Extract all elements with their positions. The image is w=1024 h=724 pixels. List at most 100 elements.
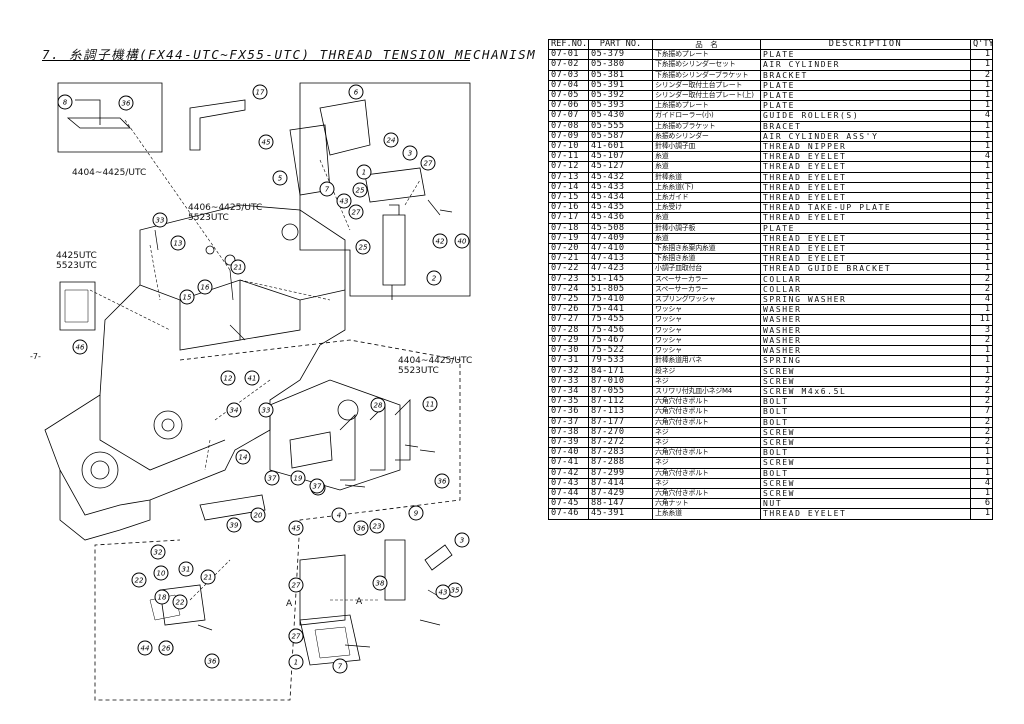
name-jp-cell: 針棒小調子皿 bbox=[652, 141, 761, 153]
qty-cell: 4 bbox=[970, 477, 993, 489]
description-cell: THREAD EYELET bbox=[760, 181, 971, 194]
name-jp-cell: 六角ナット bbox=[652, 498, 761, 510]
name-jp-cell: 糸道 bbox=[652, 151, 761, 163]
svg-text:22: 22 bbox=[135, 577, 144, 585]
name-jp-cell: シリンダー取付土台プレート(上) bbox=[652, 90, 761, 102]
ref-no-cell: 07-43 bbox=[548, 477, 589, 489]
name-jp-cell: 上糸振めブラケット bbox=[652, 120, 761, 132]
part-no-cell: 05-379 bbox=[588, 49, 653, 61]
svg-text:27: 27 bbox=[424, 160, 433, 168]
ref-no-cell: 07-14 bbox=[548, 181, 589, 194]
part-no-cell: 41-601 bbox=[588, 141, 653, 153]
svg-text:22: 22 bbox=[176, 599, 185, 607]
part-no-cell: 45-391 bbox=[588, 508, 653, 520]
ref-no-cell: 07-45 bbox=[548, 498, 589, 510]
svg-text:3: 3 bbox=[460, 537, 464, 545]
ref-no-cell: 07-08 bbox=[548, 120, 589, 132]
part-no-cell: 87-177 bbox=[588, 416, 653, 428]
svg-text:40: 40 bbox=[458, 238, 467, 246]
ref-no-cell: 07-37 bbox=[548, 416, 589, 428]
ref-no-cell: 07-42 bbox=[548, 467, 589, 479]
qty-cell: 2 bbox=[970, 375, 993, 387]
qty-cell: 1 bbox=[970, 141, 993, 153]
name-jp-cell: 下糸掴き糸道 bbox=[652, 253, 761, 265]
qty-cell: 7 bbox=[970, 406, 993, 418]
ref-no-cell: 07-40 bbox=[548, 447, 589, 459]
callout-bubble: 32 bbox=[150, 544, 166, 560]
inset-frame-top-left bbox=[57, 82, 163, 153]
callout-bubble: 22 bbox=[131, 572, 147, 588]
callout-bubble: 27 bbox=[288, 577, 304, 593]
page-number: -7- bbox=[30, 352, 41, 361]
qty-cell: 2 bbox=[970, 426, 993, 438]
name-jp-cell: ネジ bbox=[652, 375, 761, 387]
svg-text:36: 36 bbox=[357, 525, 366, 533]
air-cylinder-shape bbox=[382, 214, 406, 286]
part-no-cell: 45-435 bbox=[588, 202, 653, 214]
callout-bubble: 26 bbox=[158, 640, 174, 656]
qty-cell: 1 bbox=[970, 365, 993, 377]
description-cell: THREAD EYELET bbox=[760, 232, 971, 245]
svg-text:3: 3 bbox=[408, 150, 412, 158]
callout-bubble: 37 bbox=[264, 470, 280, 486]
svg-text:14: 14 bbox=[239, 454, 248, 462]
name-jp-cell: ネジ bbox=[652, 426, 761, 438]
name-jp-cell: シリンダー取付土台プレート bbox=[652, 79, 761, 92]
qty-cell: 2 bbox=[970, 396, 993, 408]
name-jp-cell: ネジ bbox=[652, 477, 761, 489]
callout-bubble: 4 bbox=[331, 507, 347, 523]
part-no-cell: 87-270 bbox=[588, 426, 653, 438]
callout-bubble: 21 bbox=[200, 569, 216, 585]
description-cell: PLATE bbox=[760, 49, 971, 61]
qty-cell: 1 bbox=[970, 161, 993, 173]
svg-text:43: 43 bbox=[340, 198, 349, 206]
name-jp-cell: 針棒小調子板 bbox=[652, 222, 761, 234]
model-label-d: 4404~4425/UTC 5523UTC bbox=[398, 356, 473, 376]
part-no-cell: 45-432 bbox=[588, 171, 653, 183]
svg-text:45: 45 bbox=[292, 525, 301, 533]
callout-bubble: 18 bbox=[154, 589, 170, 605]
callout-bubble: 3 bbox=[454, 532, 470, 548]
callout-bubble: 16 bbox=[197, 279, 213, 295]
description-cell: SCREW M4x6.5L bbox=[760, 385, 971, 398]
description-cell: THREAD EYELET bbox=[760, 171, 971, 183]
callout-bubble: 27 bbox=[420, 155, 436, 171]
description-cell: THREAD EYELET bbox=[760, 243, 971, 255]
qty-cell: 2 bbox=[970, 273, 993, 285]
part-no-cell: 75-455 bbox=[588, 314, 653, 326]
description-cell: BRACKET bbox=[760, 69, 971, 81]
svg-text:7: 7 bbox=[338, 663, 343, 671]
ref-no-cell: 07-39 bbox=[548, 436, 589, 449]
description-cell: BOLT bbox=[760, 447, 971, 459]
svg-text:7: 7 bbox=[325, 186, 330, 194]
description-cell: SCREW bbox=[760, 457, 971, 469]
qty-cell: 1 bbox=[970, 304, 993, 316]
description-cell: SCREW bbox=[760, 436, 971, 449]
name-jp-cell: 針棒糸道用バネ bbox=[652, 355, 761, 367]
description-cell: PLATE bbox=[760, 222, 971, 234]
svg-text:26: 26 bbox=[162, 645, 171, 653]
callout-bubble: 38 bbox=[372, 575, 388, 591]
callout-bubble: 42 bbox=[432, 233, 448, 249]
svg-text:33: 33 bbox=[156, 217, 165, 225]
callout-bubble: 11 bbox=[422, 396, 438, 412]
svg-text:6: 6 bbox=[354, 89, 359, 97]
ref-no-cell: 07-28 bbox=[548, 324, 589, 336]
part-no-cell: 45-107 bbox=[588, 151, 653, 163]
ref-no-cell: 07-06 bbox=[548, 100, 589, 112]
